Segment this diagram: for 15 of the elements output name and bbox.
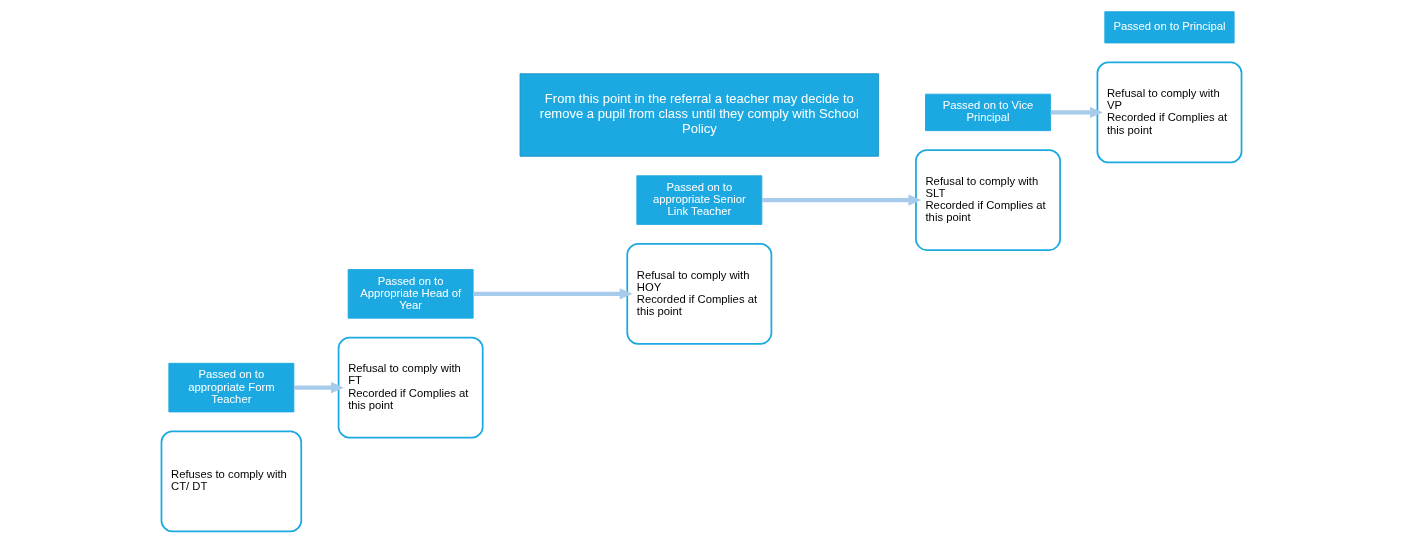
node-box: Refusal to comply with VP Recorded if Complies at this point	[1096, 61, 1242, 164]
node-box: Refusal to comply with HOY Recorded if Complies at this point	[625, 243, 772, 345]
node-box: From this point in the referral a teacher may decide to remove a pupil from class until they comply with School Policy	[519, 73, 879, 157]
arrow	[761, 194, 921, 206]
arrow	[1050, 106, 1103, 118]
node-box: Refusal to comply with FT Recorded if Complies at this point	[337, 336, 484, 439]
node-box: Refusal to comply with SLT Recorded if Complies at this point	[914, 149, 1061, 251]
node-box: Passed on to Principal	[1103, 11, 1235, 44]
node-box: Passed on to Vice Principal	[924, 93, 1051, 132]
node-box: Passed on to appropriate Form Teacher	[167, 362, 294, 413]
arrow	[472, 288, 632, 300]
node-box: Passed on to Appropriate Head of Year	[347, 269, 474, 319]
arrow	[293, 382, 344, 394]
node-box: Refuses to comply with CT/ DT	[160, 430, 302, 533]
node-box: Passed on to appropriate Senior Link Teacher	[635, 175, 762, 225]
